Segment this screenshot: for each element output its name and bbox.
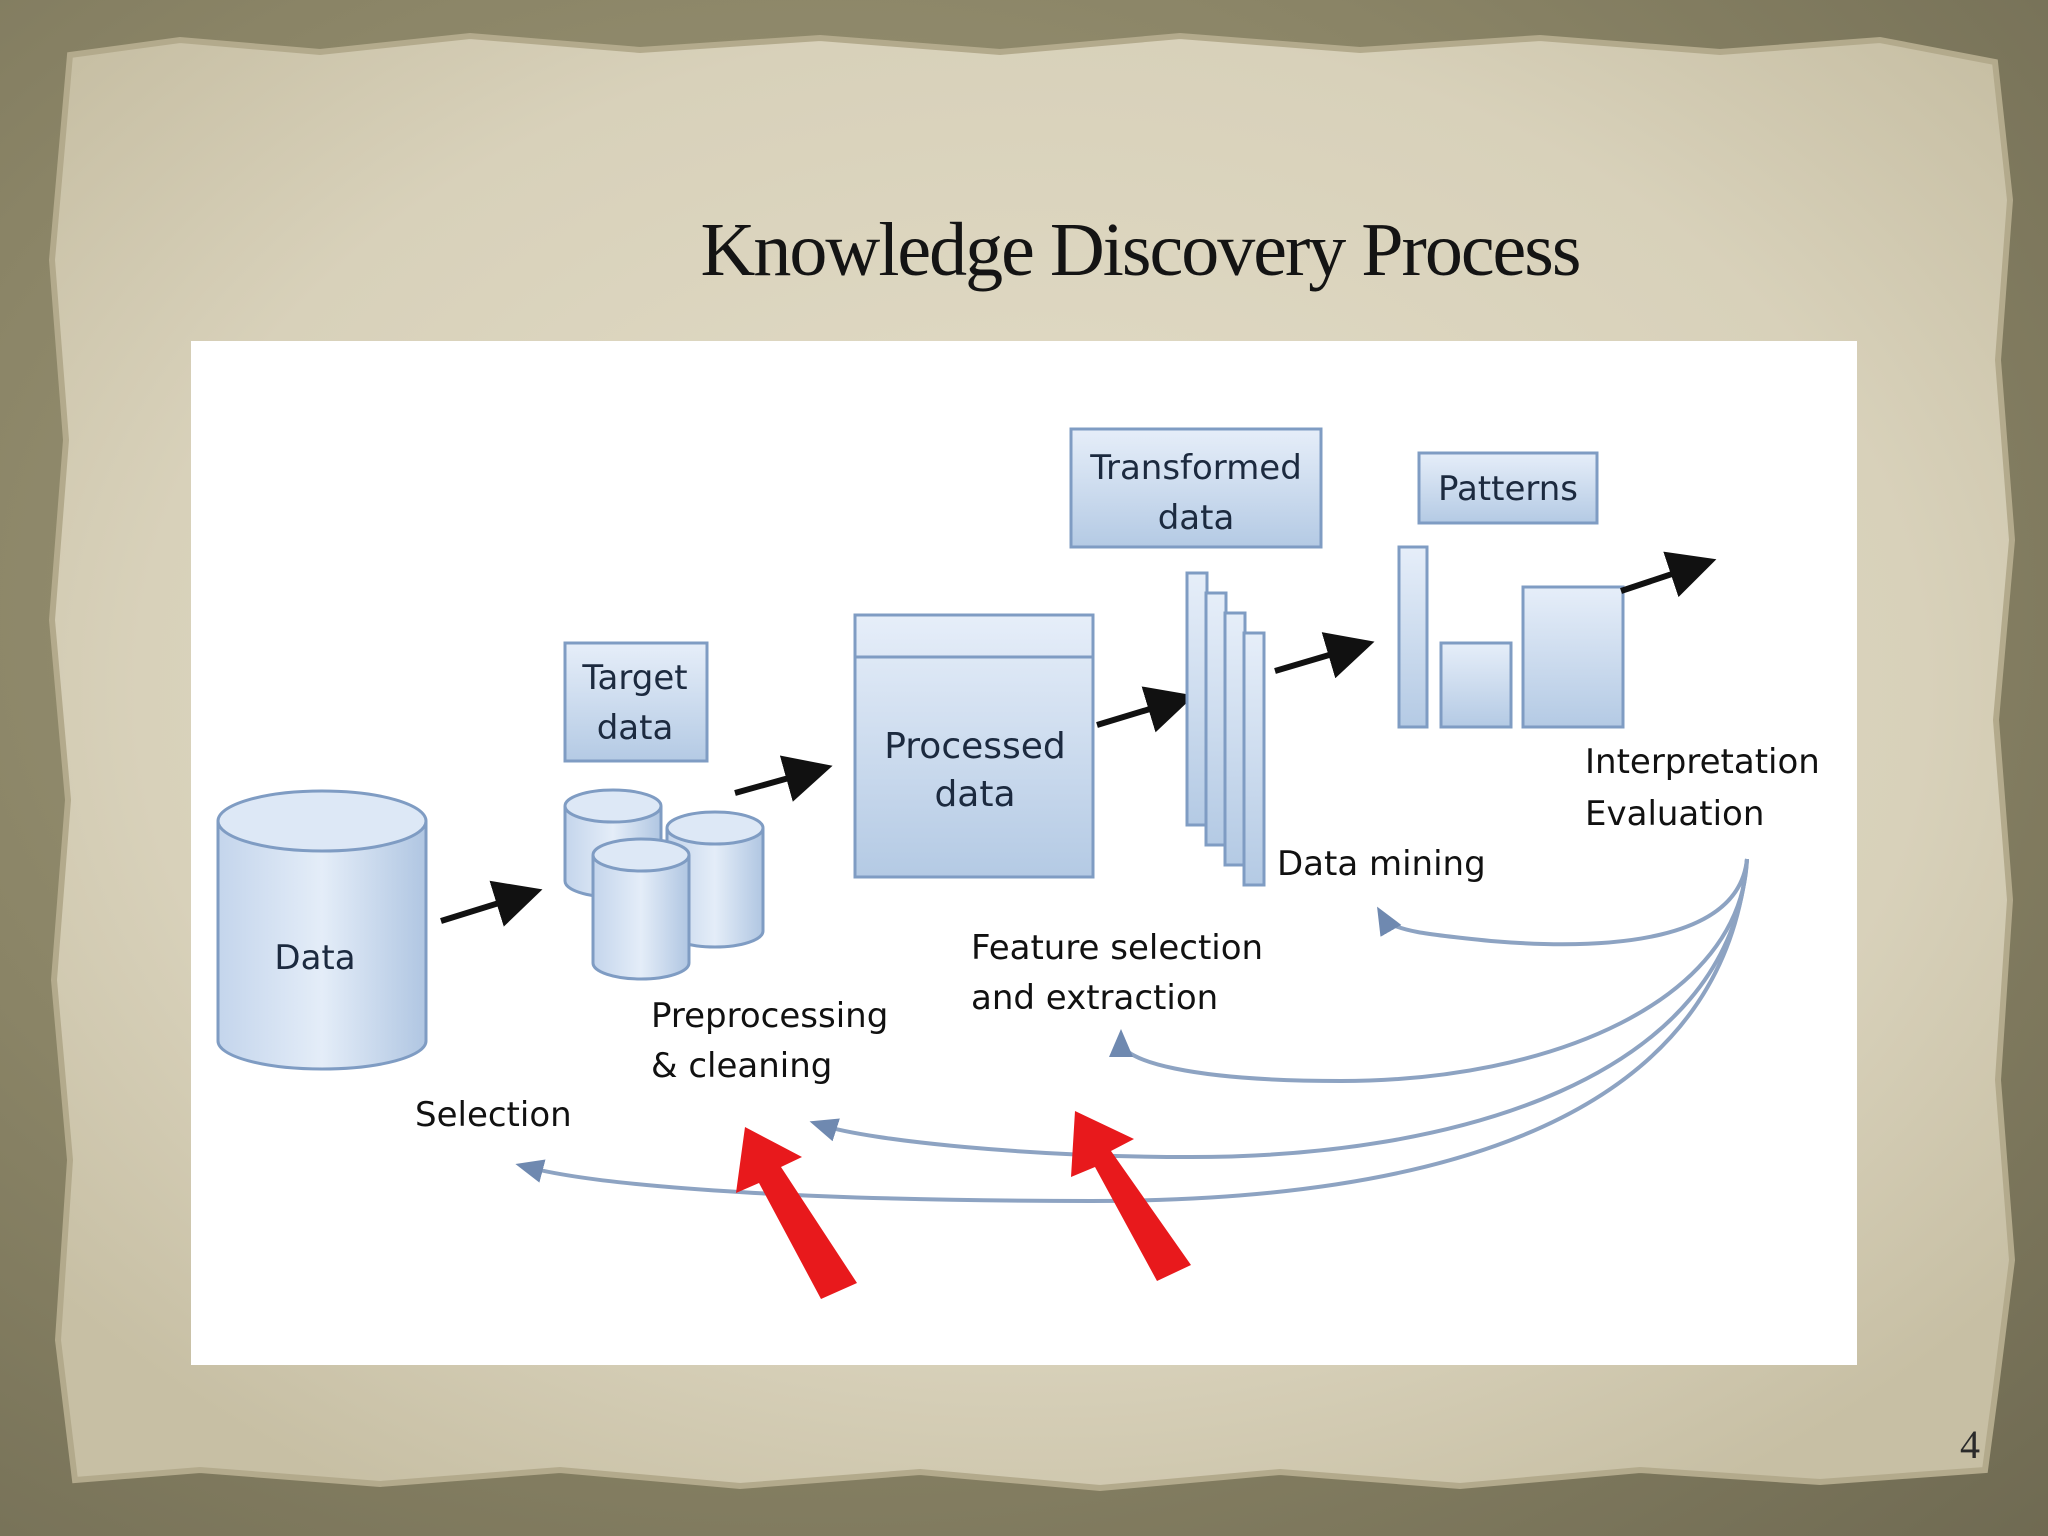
data-mining-label: Data mining xyxy=(1277,844,1486,884)
target-data-box xyxy=(563,641,709,763)
transformed-data-label-line1: Transformed xyxy=(1089,448,1302,488)
processed-data-label-line1: Processed xyxy=(884,726,1066,767)
patterns-label: Patterns xyxy=(1438,469,1578,509)
processed-data-label-line2: data xyxy=(934,774,1015,815)
flow-arrow-output xyxy=(1620,551,1717,598)
data-store-icon xyxy=(216,789,428,1071)
data-store-label: Data xyxy=(274,938,355,978)
target-data-label-line2: data xyxy=(597,708,674,748)
processed-data-box xyxy=(853,613,1095,879)
flow-arrow-4 xyxy=(1274,632,1375,679)
kdd-diagram: Data Target data Proc xyxy=(216,427,1820,1299)
target-data-cylinders-icon xyxy=(563,788,765,981)
feedback-curve-to-feature-selection xyxy=(1109,858,1749,1084)
interpretation-label-line2: Evaluation xyxy=(1585,794,1764,834)
page-number: 4 xyxy=(1960,1422,1980,1467)
feedback-curve-to-data-mining xyxy=(1377,858,1749,947)
flow-arrow-1 xyxy=(440,880,543,927)
flow-arrow-2 xyxy=(734,755,833,802)
preprocessing-label-line2: & cleaning xyxy=(651,1046,832,1086)
feedback-curve-to-selection xyxy=(515,858,1749,1204)
highlight-arrow-preprocessing-icon xyxy=(736,1127,857,1299)
transformed-data-box xyxy=(1069,427,1323,549)
patterns-bars-icon xyxy=(1397,545,1625,729)
preprocessing-label-line1: Preprocessing xyxy=(651,996,888,1036)
highlight-arrow-feature-selection-icon xyxy=(1071,1111,1191,1281)
transformed-data-slabs-icon xyxy=(1185,571,1266,887)
patterns-box xyxy=(1417,451,1599,525)
feature-selection-label-line1: Feature selection xyxy=(971,928,1263,968)
kdd-diagram-figure: Data Target data Proc xyxy=(191,341,1857,1365)
target-data-label-line1: Target xyxy=(581,658,687,698)
feature-selection-label-line2: and extraction xyxy=(971,978,1218,1018)
interpretation-label-line1: Interpretation xyxy=(1585,742,1820,782)
transformed-data-label-line2: data xyxy=(1158,498,1235,538)
flow-arrow-3 xyxy=(1096,686,1195,733)
feedback-curve-to-preprocessing xyxy=(809,858,1749,1160)
selection-label: Selection xyxy=(415,1095,572,1135)
slide-title: Knowledge Discovery Process xyxy=(700,208,1582,292)
